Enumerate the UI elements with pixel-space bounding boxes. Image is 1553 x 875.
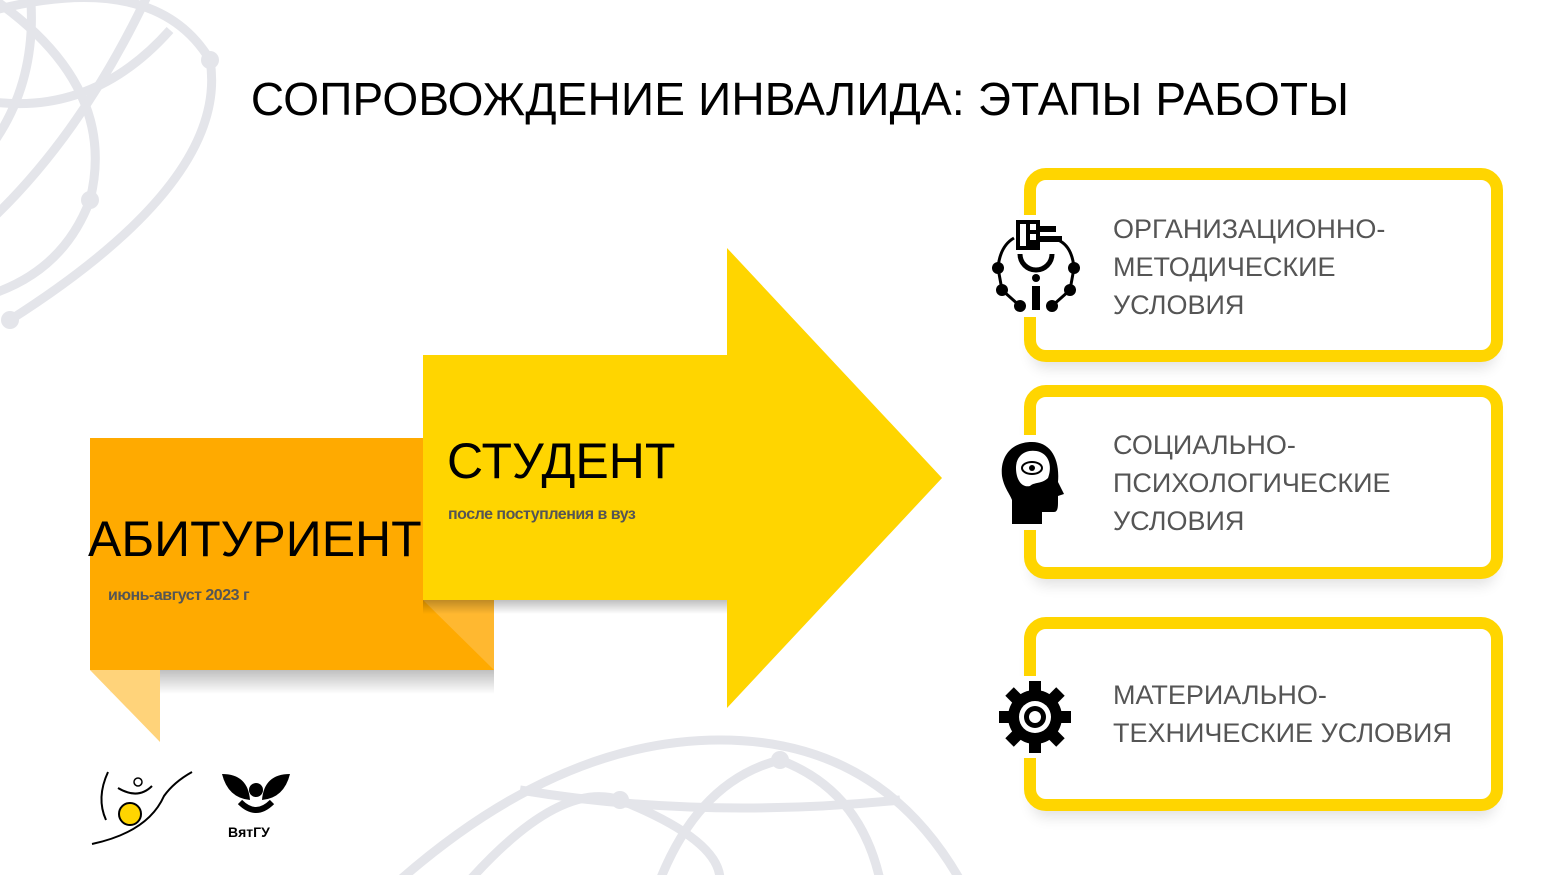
stage-abiturient-subtitle: июнь-август 2023 г — [108, 587, 250, 604]
head-eye-icon — [992, 435, 1072, 530]
stage-abiturient-label: АБИТУРИЕНТ — [88, 511, 422, 567]
condition-label-social: СОЦИАЛЬНО- ПСИХОЛОГИЧЕСКИЕ УСЛОВИЯ — [1113, 430, 1391, 536]
methodology-icon — [984, 215, 1088, 317]
stage-student-label: СТУДЕНТ — [447, 433, 676, 489]
vyatgu-logo — [222, 774, 290, 813]
stage-student-subtitle: после поступления в вуз — [448, 506, 636, 523]
condition-label-organizational: ОРГАНИЗАЦИОННО- МЕТОДИЧЕСКИЕ УСЛОВИЯ — [1113, 214, 1386, 320]
condition-box-organizational — [1024, 168, 1503, 362]
abiturient-fold — [90, 670, 160, 742]
condition-label-material: МАТЕРИАЛЬНО- ТЕХНИЧЕСКИЕ УСЛОВИЯ — [1113, 680, 1452, 748]
condition-box-social — [1024, 385, 1503, 579]
stage-graphics — [90, 248, 942, 742]
page-title: СОПРОВОЖДЕНИЕ ИНВАЛИДА: ЭТАПЫ РАБОТЫ — [250, 73, 1350, 125]
vyatgu-logo-text: ВятГУ — [228, 824, 270, 840]
condition-box-material — [1024, 617, 1503, 811]
gear-icon — [994, 676, 1076, 758]
student-arrow — [423, 248, 942, 708]
bird-logo — [91, 771, 193, 845]
